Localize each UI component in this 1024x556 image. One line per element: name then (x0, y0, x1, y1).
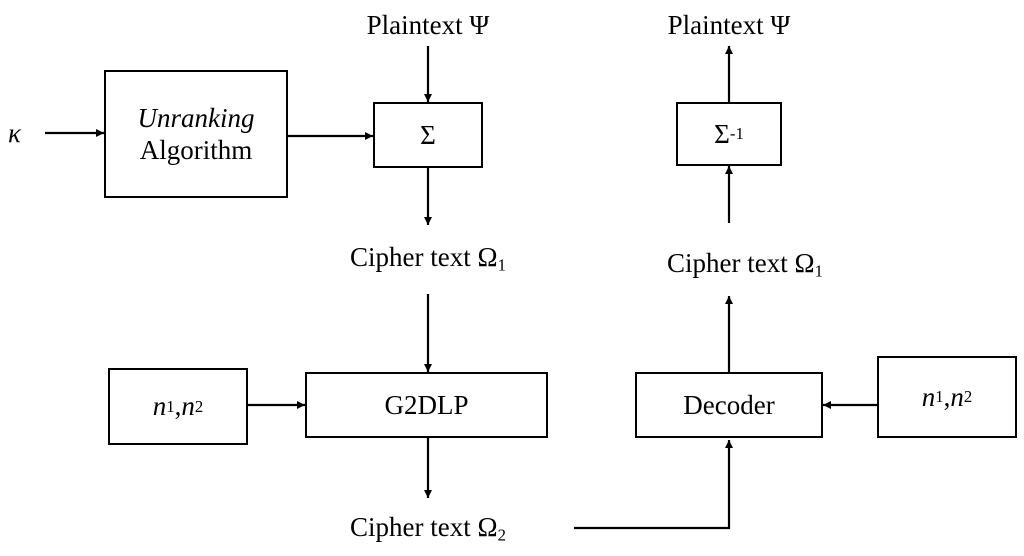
plaintext-output-label: Plaintext Ψ (667, 10, 791, 40)
connector-cipher2-to-decoder (574, 440, 733, 530)
unranking-algorithm-box: Unranking Algorithm (104, 70, 288, 198)
unranking-label: Unranking (137, 102, 255, 133)
g2dlp-label: G2DLP (384, 389, 469, 420)
cipher-text-2-label: Cipher text Ω2 (350, 512, 506, 545)
sigma-inverse-box: Σ-1 (676, 102, 782, 166)
sigma-label: Σ (420, 119, 436, 150)
g2dlp-box: G2DLP (305, 372, 548, 438)
decoder-box: Decoder (635, 372, 823, 438)
plaintext-input-label: Plaintext Ψ (366, 10, 490, 40)
cipher-text-1-label: Cipher text Ω1 (350, 242, 506, 275)
algorithm-label: Algorithm (139, 135, 253, 165)
sigma-box: Σ (373, 102, 483, 168)
kappa-input-label: κ (8, 118, 21, 148)
cipher-text-1-decrypt-label: Cipher text Ω1 (667, 248, 823, 281)
decoder-label: Decoder (683, 389, 775, 420)
